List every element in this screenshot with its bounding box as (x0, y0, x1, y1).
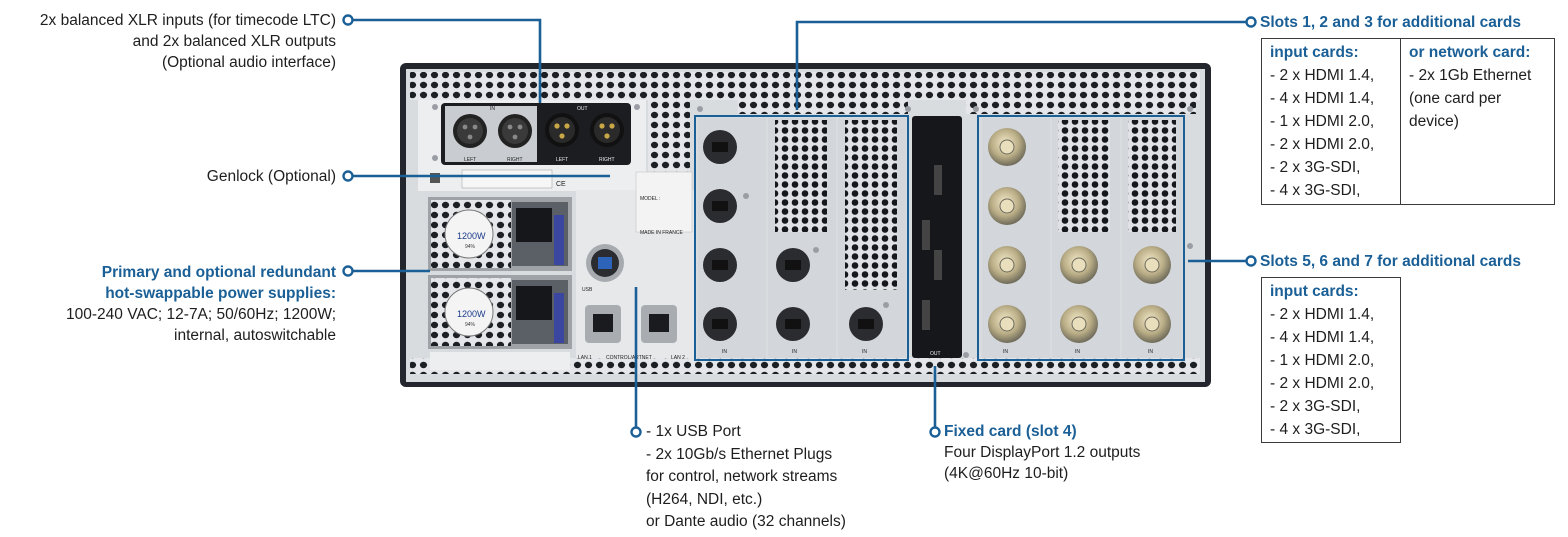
svg-text:MODEL :: MODEL : (640, 196, 660, 202)
slots567-input-head: input cards: (1270, 283, 1359, 300)
slots567-item: - 2 x 3G-SDI, (1270, 398, 1361, 415)
xlr-line-2: and 2x balanced XLR outputs (132, 33, 336, 50)
slots123-item: - 2 x 3G-SDI, (1270, 159, 1361, 176)
leader-lines (351, 18, 1251, 431)
xlr-line-3: (Optional audio interface) (161, 54, 336, 71)
slots567-title: Slots 5, 6 and 7 for additional cards (1260, 253, 1521, 270)
xlr-input-left (453, 114, 487, 148)
svg-text:LAN 2: LAN 2 (671, 355, 685, 361)
slot-3-card (838, 118, 906, 358)
power-supply-redundant (428, 275, 572, 349)
xlr-annotation: 2x balanced XLR inputs (for timecode LTC… (0, 10, 336, 73)
slot-4-fixed-card (912, 116, 962, 358)
svg-text:MADE IN FRANCE: MADE IN FRANCE (640, 230, 683, 236)
slots567-item: - 2 x HDMI 2.0, (1270, 375, 1375, 392)
xlr-output-right (590, 113, 624, 147)
slots567-box: input cards: - 2 x HDMI 1.4, - 4 x HDMI … (1261, 277, 1401, 443)
slots567-input-column: input cards: - 2 x HDMI 1.4, - 4 x HDMI … (1262, 278, 1400, 442)
slots123-item: - 1 x HDMI 2.0, (1270, 113, 1375, 130)
slots123-box: input cards: - 2 x HDMI 1.4, - 4 x HDMI … (1261, 38, 1555, 205)
slots123-network-line: device) (1409, 113, 1459, 130)
slots123-title: Slots 1, 2 and 3 for additional cards (1260, 14, 1521, 31)
genlock-annotation: Genlock (Optional) (36, 166, 336, 187)
usb-lan-line-4: (H264, NDI, etc.) (646, 490, 763, 508)
leader-dots (342, 14, 1257, 438)
svg-text:IN: IN (490, 106, 495, 112)
svg-text:RIGHT: RIGHT (599, 157, 615, 163)
power-detail-2: internal, autoswitchable (174, 327, 336, 344)
slots123-item: - 2 x HDMI 2.0, (1270, 136, 1375, 153)
usb-lan-line-1: - 1x USB Port (646, 423, 741, 440)
power-annotation: Primary and optional redundant hot-swapp… (0, 262, 336, 346)
slot-1-card (698, 118, 766, 358)
slots123-item: - 4 x HDMI 1.4, (1270, 90, 1375, 107)
slots123-item: - 4 x 3G-SDI, (1270, 182, 1361, 199)
svg-text:LAN 1: LAN 1 (578, 355, 592, 361)
slots567-item: - 4 x HDMI 1.4, (1270, 329, 1375, 346)
power-title-1: Primary and optional redundant (101, 264, 336, 281)
usb-port (586, 244, 624, 282)
svg-text:IN: IN (862, 349, 867, 355)
svg-text:OUT: OUT (930, 351, 941, 357)
svg-text:IN: IN (1003, 349, 1008, 355)
svg-text:OUT: OUT (577, 106, 588, 112)
slots123-network-line: (one card per (1409, 90, 1502, 107)
usb-lan-line-2: - 2x 10Gb/s Ethernet Plugs (646, 445, 833, 463)
svg-text:1200W: 1200W (457, 231, 486, 241)
svg-text:IN: IN (792, 349, 797, 355)
svg-text:LEFT: LEFT (556, 157, 568, 163)
lan-port-2 (641, 305, 677, 343)
svg-text:1200W: 1200W (457, 309, 486, 319)
xlr-line-1: 2x balanced XLR inputs (for timecode LTC… (39, 12, 336, 29)
lock-icon (430, 173, 440, 183)
power-supply-primary (428, 197, 572, 271)
fixed-card-line-1: Four DisplayPort 1.2 outputs (944, 444, 1141, 461)
slot-5-card (982, 118, 1050, 358)
svg-text:USB: USB (582, 287, 593, 293)
lan-port-1 (585, 305, 621, 343)
slots123-network-line: - 2x 1Gb Ethernet (1409, 67, 1532, 84)
svg-text:CONTROL/ARTNET: CONTROL/ARTNET (606, 355, 652, 361)
genlock-label: Genlock (Optional) (206, 168, 336, 185)
slots567-item: - 1 x HDMI 2.0, (1270, 352, 1375, 369)
slots123-network-column: or network card: - 2x 1Gb Ethernet (one … (1401, 39, 1557, 204)
slots123-network-head: or network card: (1409, 44, 1531, 61)
svg-text:94%: 94% (465, 244, 476, 250)
power-detail-1: 100-240 VAC; 12-7A; 50/60Hz; 1200W; (66, 306, 336, 323)
usb-lan-annotation: - 1x USB Port - 2x 10Gb/s Ethernet Plugs… (646, 421, 906, 534)
xlr-output-left (545, 113, 579, 147)
svg-text:CE: CE (556, 181, 566, 188)
svg-text:IN: IN (1075, 349, 1080, 355)
power-title-2: hot-swappable power supplies: (105, 285, 336, 302)
svg-text:IN: IN (1148, 349, 1153, 355)
fixed-card-line-2: (4K@60Hz 10-bit) (944, 465, 1069, 482)
svg-text:94%: 94% (465, 322, 476, 328)
svg-text:IN: IN (722, 349, 727, 355)
xlr-input-right (498, 114, 532, 148)
slots567-item: - 2 x HDMI 1.4, (1270, 306, 1375, 323)
slot-2-card (768, 118, 836, 358)
fixed-card-title: Fixed card (slot 4) (944, 423, 1077, 440)
usb-lan-line-5: or Dante audio (32 channels) (646, 513, 846, 530)
slots567-item: - 4 x 3G-SDI, (1270, 421, 1361, 438)
svg-text:RIGHT: RIGHT (507, 157, 523, 163)
slots123-input-column: input cards: - 2 x HDMI 1.4, - 4 x HDMI … (1262, 39, 1401, 204)
slots123-input-head: input cards: (1270, 44, 1359, 61)
usb-lan-line-3: for control, network streams (646, 468, 838, 485)
svg-text:LEFT: LEFT (464, 157, 476, 163)
slot-6-card (1052, 118, 1120, 358)
slots123-item: - 2 x HDMI 1.4, (1270, 67, 1375, 84)
fixed-card-annotation: Fixed card (slot 4) Four DisplayPort 1.2… (944, 421, 1204, 484)
slot-7-card (1122, 118, 1182, 358)
